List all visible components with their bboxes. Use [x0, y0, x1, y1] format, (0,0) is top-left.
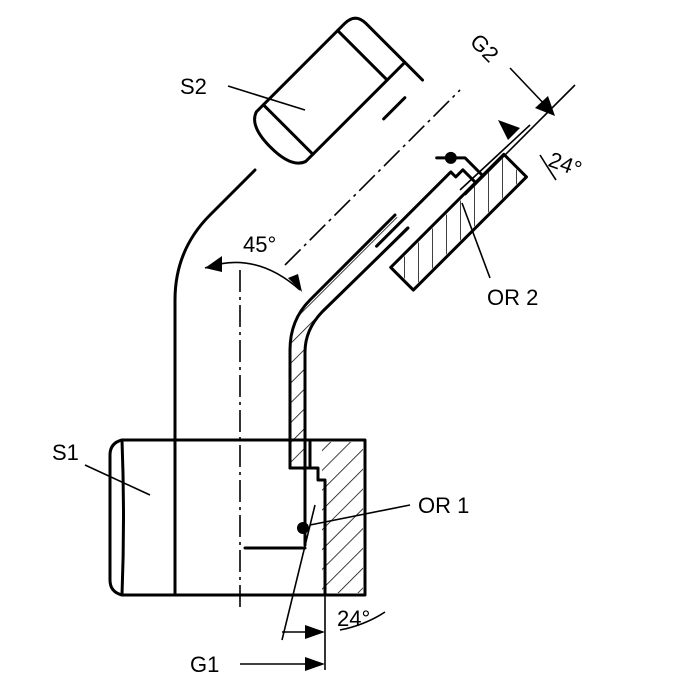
label-or1: OR 1 [418, 493, 469, 518]
angle-label-cone-2: 24° [545, 147, 585, 182]
label-g1: G1 [190, 652, 219, 677]
lower-nut [108, 438, 367, 597]
label-s2: S2 [180, 74, 207, 99]
label-or2: OR 2 [487, 285, 538, 310]
tube-body [173, 168, 410, 547]
g2-extension-line [464, 84, 576, 196]
leader-s1 [84, 464, 151, 496]
upper-nut [253, 16, 528, 292]
upper-centerline [284, 89, 461, 266]
label-s1: S1 [52, 440, 79, 465]
angle-label-bend: 45° [243, 232, 276, 257]
leader-s2 [227, 85, 306, 111]
angle-label-cone-1: 24° [337, 606, 370, 631]
label-g2: G2 [465, 29, 503, 67]
